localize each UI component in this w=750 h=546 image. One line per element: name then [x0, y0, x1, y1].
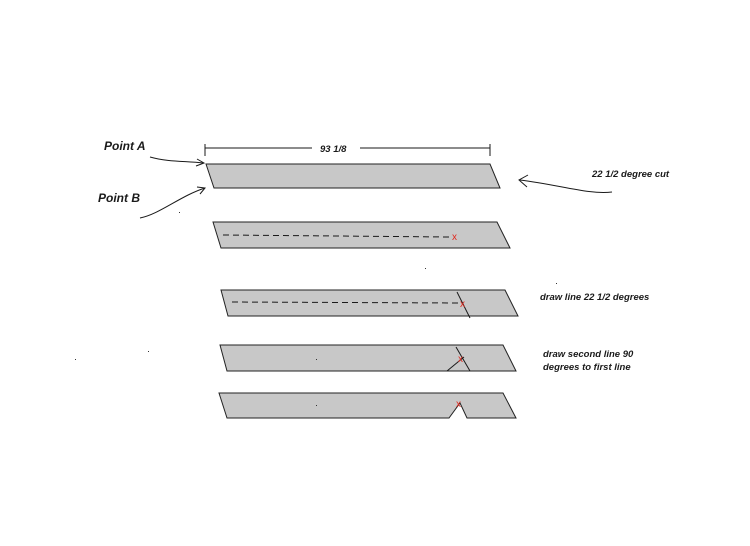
point-b-arrowhead: [196, 186, 206, 195]
stray-dots: [75, 212, 557, 406]
board-4-angle-line: [455, 346, 471, 372]
board-4: [219, 344, 517, 372]
cut-angle-label: 22 1/2 degree cut: [591, 169, 670, 180]
board-5-marker: x: [456, 399, 461, 410]
board-2: [212, 221, 511, 249]
board-2-marker: x: [452, 232, 457, 243]
point-b-label: Point B: [98, 191, 140, 205]
board-3-centerline: [231, 301, 460, 304]
dimension-label-bg: [312, 141, 360, 155]
board-4-marker: x: [458, 354, 463, 365]
cut-angle-arrowhead: [518, 174, 529, 188]
dimension-line: 93 1/8: [204, 141, 491, 156]
step-second-line-label-1: draw second line 90: [543, 349, 634, 360]
point-a-label: Point A: [104, 139, 146, 153]
board-3-angle-line: [456, 291, 471, 319]
point-b-arrow: [139, 187, 206, 219]
board-3: [220, 289, 519, 317]
board-1: [205, 163, 501, 189]
board-5: [218, 392, 517, 419]
board-2-centerline: [222, 234, 451, 238]
step-second-line-label-2: degrees to first line: [543, 362, 631, 373]
board-4-perpendicular-line: [446, 356, 465, 372]
board-3-marker: x: [460, 299, 465, 310]
point-a-arrow: [149, 156, 204, 164]
step-draw-line-label: draw line 22 1/2 degrees: [540, 292, 649, 303]
cut-angle-arrow: [519, 179, 613, 194]
point-a-arrowhead: [195, 158, 206, 167]
dimension-length-label: 93 1/8: [320, 144, 347, 155]
